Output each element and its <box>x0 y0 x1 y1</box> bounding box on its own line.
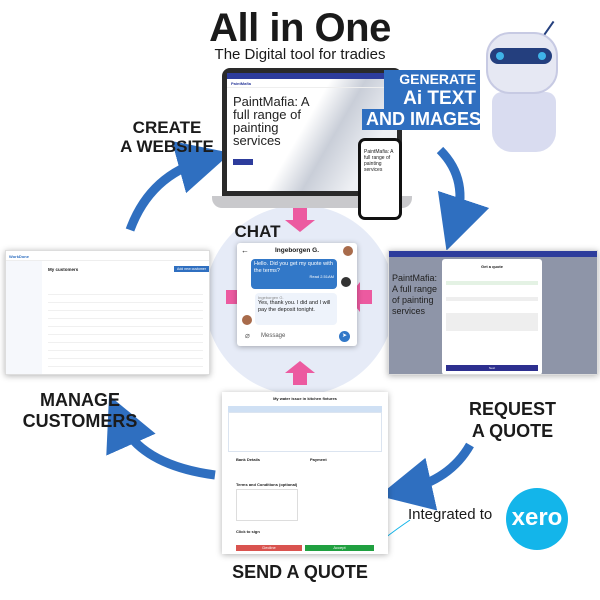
robot-body <box>492 92 556 152</box>
ai-generate: GENERATE <box>384 70 480 88</box>
ai-text: Ai TEXT <box>384 88 480 109</box>
customers-sidebar <box>6 261 42 374</box>
add-customer-button[interactable]: Add new customer <box>174 266 209 272</box>
contact-avatar <box>242 315 252 325</box>
label-send-quote: SEND A QUOTE <box>232 562 368 582</box>
phone-hero-text: PaintMafia: A full range of painting ser… <box>361 141 399 217</box>
attach-icon[interactable]: ⌀ <box>245 331 250 340</box>
message-input[interactable]: Message <box>261 333 286 339</box>
category-field[interactable] <box>446 281 538 285</box>
site-cta-button[interactable] <box>233 159 253 165</box>
arrow-to-quote-form <box>436 146 490 251</box>
user-avatar <box>341 277 351 287</box>
integrated-to-label: Integrated to <box>408 506 493 523</box>
sign-label: Click to sign <box>236 529 260 534</box>
laptop-website-mockup: PaintMafia PaintMafia: A full range of p… <box>222 68 402 196</box>
site-hero-behind: PaintMafia: A full range of painting ser… <box>392 273 438 316</box>
page-title: All in One <box>209 6 391 50</box>
customers-table <box>48 287 203 367</box>
chat-contact-name: Ingeborgen G. <box>274 247 320 254</box>
decline-button[interactable]: Decline <box>236 545 302 551</box>
description-field[interactable] <box>446 313 538 331</box>
site-hero-text: PaintMafia: A full range of painting ser… <box>233 94 309 148</box>
terms-box[interactable] <box>236 489 298 521</box>
terms-label: Terms and Conditions (optional) <box>236 482 298 487</box>
incoming-sender: Ingeborgen G. <box>258 295 284 300</box>
customers-screenshot: WorkDone My customers Add new customer <box>5 250 210 375</box>
page-subtitle: The Digital tool for tradies <box>214 46 386 63</box>
label-manage-customers: MANAGE CUSTOMERS <box>22 390 138 431</box>
quote-form-screenshot: PaintMafia: A full range of painting ser… <box>388 250 598 375</box>
contact-avatar <box>343 246 353 256</box>
bank-details: Bank Details <box>236 457 261 462</box>
customers-brand: WorkDone <box>6 251 209 261</box>
arrow-to-customers <box>106 395 216 480</box>
incoming-message-text: Yes, thank you. I did and I will pay the… <box>258 300 331 313</box>
pink-arrow-bottom <box>285 361 315 385</box>
read-status: Read 2.51AM <box>309 274 334 279</box>
quote-form-title: Get a quote <box>480 264 503 269</box>
label-chat: CHAT <box>234 222 281 241</box>
phone-mockup: PaintMafia: A full range of painting ser… <box>358 138 402 220</box>
quote-form-modal: Get a quote Next <box>442 259 542 374</box>
pink-arrow-top <box>285 208 315 232</box>
customers-heading: My customers <box>48 267 79 272</box>
robot-visor <box>490 48 552 64</box>
robot-eye-icon <box>496 52 504 60</box>
robot-eye-icon <box>538 52 546 60</box>
quote-document: My water issue in kitchen fixtures Bank … <box>222 392 388 554</box>
send-icon[interactable]: ➤ <box>339 331 350 342</box>
xero-logo: xero <box>506 488 568 550</box>
quote-table <box>228 412 382 452</box>
accept-button[interactable]: Accept <box>305 545 374 551</box>
site-brand: PaintMafia <box>227 79 397 88</box>
next-button[interactable]: Next <box>446 365 538 371</box>
incoming-message: Ingeborgen G.Yes, thank you. I did and I… <box>255 293 337 325</box>
title-field[interactable] <box>446 297 538 301</box>
quote-doc-title: My water issue in kitchen fixtures <box>273 396 337 401</box>
chat-window: ← Ingeborgen G. Hello. Did you get my qu… <box>237 243 357 346</box>
label-create-website: CREATE A WEBSITE <box>120 118 214 156</box>
arrow-to-website <box>125 141 232 232</box>
back-arrow-icon[interactable]: ← <box>241 246 249 255</box>
outgoing-message-text: Hello. Did you get my quote with the ter… <box>254 261 333 274</box>
payment-label: Payment <box>310 457 327 462</box>
arrow-to-send-quote <box>378 442 474 511</box>
outgoing-message: Hello. Did you get my quote with the ter… <box>251 259 337 289</box>
label-request-quote: REQUEST A QUOTE <box>468 399 556 441</box>
ai-images: AND IMAGES <box>362 109 481 130</box>
quote-table-header <box>228 406 382 412</box>
